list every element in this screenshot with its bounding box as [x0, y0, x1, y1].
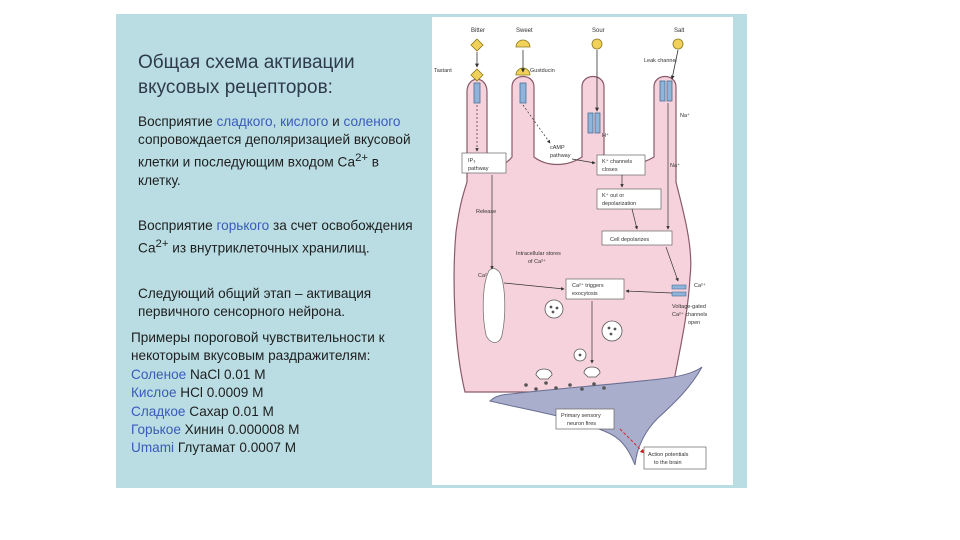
intracellular-store — [482, 268, 506, 343]
label-na-plus: Na⁺ — [680, 112, 690, 119]
stimulus-icons — [470, 38, 684, 52]
diagram-svg: Bitter Sweet Sour Salt Tastant Gustducin… — [434, 28, 708, 470]
stimulus-arrows — [475, 49, 679, 112]
taste-threshold: Хинин 0.000008 M — [180, 422, 300, 438]
label-k-channels: K⁺ channels — [602, 158, 632, 165]
label-vg-1: Voltage-gated — [672, 304, 706, 310]
text: сопровождается деполяризацией вкусовой к… — [138, 132, 411, 170]
neuron-fires-box — [555, 408, 615, 430]
superscript: 2+ — [355, 152, 368, 164]
label-ca-ext: Ca²⁺ — [694, 282, 706, 289]
label-na-in: Na⁺ — [670, 162, 680, 169]
bitter-receptor — [470, 68, 484, 104]
vesicles — [544, 299, 623, 362]
example-row: Umami Глутамат 0.0007 M — [131, 439, 431, 457]
sour-channel — [587, 112, 601, 134]
taste-cell-body — [453, 75, 692, 393]
label-cell-depolarizes: Cell depolarizes — [610, 237, 649, 243]
text: и — [328, 114, 344, 129]
ip3-pathway-box — [461, 152, 507, 174]
taste-name: Сладкое — [131, 403, 186, 419]
label-ip3-pathway: pathway — [468, 166, 489, 172]
highlight-bitter: горького — [216, 218, 270, 233]
taste-name: Umami — [131, 440, 175, 456]
example-row: Горькое Хинин 0.000008 M — [131, 421, 431, 439]
taste-threshold: NaCl 0.01 M — [186, 366, 266, 382]
label-ap-1: Action potentials — [648, 452, 689, 458]
label-release: Release — [476, 209, 496, 215]
label-vg-2: Ca²⁺ channels — [672, 311, 708, 318]
text: Восприятие — [138, 218, 217, 233]
pathway-arrows — [475, 103, 679, 364]
label-k-out: K⁺ out or — [602, 192, 624, 199]
label-gustducin: Gustducin — [530, 68, 555, 74]
salt-leak-channel — [659, 80, 673, 102]
action-potential-arrow — [619, 428, 645, 454]
label-closes: closes — [602, 167, 618, 173]
label-h-plus: H⁺ — [602, 132, 609, 139]
label-ip3: IP₃ — [468, 158, 475, 164]
paragraph-neuron: Следующий общий этап – активация первичн… — [138, 286, 372, 319]
highlight-sour: кислого — [280, 114, 329, 129]
taste-threshold: HCl 0.0009 M — [176, 385, 264, 401]
label-ca-release: Ca²⁺ — [478, 272, 490, 279]
text: в клетку. — [138, 154, 379, 188]
example-row: Кислое HCl 0.0009 M — [131, 384, 431, 402]
taste-name: Кислое — [131, 385, 177, 401]
label-stores-2: of Ca²⁺ — [528, 258, 546, 265]
label-ca-triggers: Ca²⁺ triggers — [572, 282, 604, 289]
voltage-gated-channel — [671, 284, 687, 297]
highlight-salty: соленого — [343, 114, 401, 129]
highlight-sep: , — [272, 114, 281, 129]
neurotransmitter-dots — [524, 381, 606, 391]
label-vg-3: open — [688, 320, 700, 326]
exocytosis-box — [565, 278, 625, 300]
taste-threshold: Глутамат 0.0007 M — [174, 440, 297, 456]
label-neuron-2: neuron fires — [567, 421, 596, 427]
stimulus-sour: Sour — [592, 28, 605, 34]
label-stores-1: Intracellular stores — [516, 251, 561, 257]
k-channels-box — [596, 154, 646, 176]
paragraph-depolarization: Восприятие сладкого, кислого и соленого … — [138, 113, 418, 190]
example-row: Сладкое Сахар 0.01 M — [131, 403, 431, 421]
taste-name: Горькое — [131, 422, 181, 438]
cell-depolarizes-box — [601, 230, 673, 246]
label-ap-2: to the brain — [654, 460, 682, 466]
label-camp-pathway: pathway — [550, 153, 571, 159]
taste-cell-diagram: Bitter Sweet Sour Salt Tastant Gustducin… — [432, 17, 733, 485]
label-exocytosis: exocytosis — [572, 291, 598, 297]
threshold-examples: Примеры пороговой чувствительности к нек… — [131, 329, 431, 458]
taste-threshold: Сахар 0.01 M — [185, 403, 274, 419]
example-row: Соленое NaCl 0.01 M — [131, 366, 431, 384]
superscript: 2+ — [155, 238, 169, 250]
label-tastant: Tastant — [434, 68, 452, 74]
stimulus-sweet: Sweet — [516, 28, 533, 34]
text: за счет освобождения Са — [138, 218, 413, 256]
stimulus-bitter: Bitter — [471, 28, 485, 34]
label-depolarization: depolarization — [602, 201, 636, 207]
taste-name: Соленое — [131, 366, 187, 382]
highlight-sweet: сладкого — [216, 114, 273, 129]
exocytosis-pits — [535, 366, 601, 380]
text: Восприятие — [138, 114, 217, 129]
paragraph-bitter: Восприятие горького за счет освобождения… — [138, 217, 418, 258]
slide-title: Общая схема активации вкусовых рецепторо… — [138, 52, 355, 98]
label-leak-channel: Leak channel — [644, 58, 677, 64]
stimulus-salt: Salt — [674, 28, 685, 34]
label-neuron-1: Primary sensory — [561, 413, 601, 419]
label-camp: cAMP — [550, 145, 565, 151]
action-potentials-box — [643, 446, 707, 470]
vesicle-contents — [549, 305, 617, 357]
examples-heading: Примеры пороговой чувствительности к нек… — [131, 330, 385, 364]
text: из внутриклеточных хранилищ. — [168, 240, 370, 256]
k-out-box — [596, 188, 662, 210]
